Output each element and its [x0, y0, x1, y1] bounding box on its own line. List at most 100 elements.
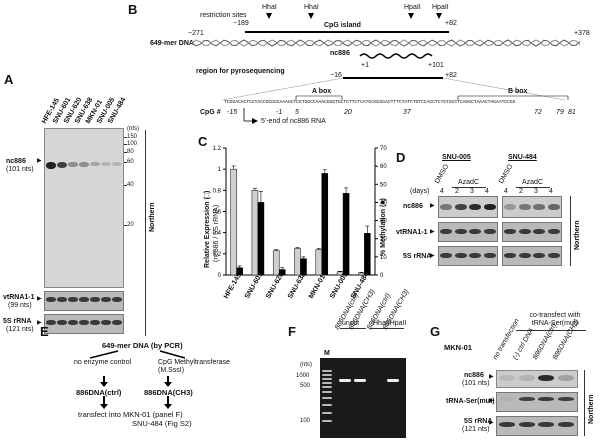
- g-blot-5s: [496, 416, 578, 436]
- a-5s-band-6: [112, 320, 122, 325]
- nc886-row-size: (101 nts): [6, 166, 34, 173]
- nc886-arrow-icon: ▶: [37, 158, 42, 164]
- d-nc886-band-1: [454, 204, 467, 210]
- d-nc886-band-3: [483, 204, 496, 210]
- dna-649-label: 649-mer DNA: [150, 40, 194, 47]
- f-digested-line: [370, 328, 404, 329]
- cpg-number-label: CpG #: [200, 109, 221, 116]
- marker-tick-20: [124, 225, 127, 226]
- d-5s-band-1: [454, 253, 467, 258]
- d-nc886-band-0: [440, 204, 452, 210]
- left-tick-label-1: 0.2: [213, 252, 222, 258]
- d-blot-snu005-vtrna: [438, 222, 498, 242]
- a-vt-band-1: [57, 297, 67, 302]
- right-tick-label-6: 60: [380, 164, 387, 170]
- northern-bracket-d: [570, 196, 571, 266]
- d-vtrna-band-5: [518, 229, 531, 234]
- g-5s-label: 5S rRNA: [464, 418, 493, 425]
- f-ladder-band-0: [322, 370, 332, 372]
- d-nc886-band-7: [547, 204, 560, 210]
- f-group-uncut: uncut: [342, 320, 360, 327]
- g-nc886-band-2: [538, 375, 554, 381]
- dna-double-helix: [191, 39, 581, 47]
- right-tick-label-2: 20: [380, 237, 387, 243]
- e-transfect-label: transfect into MKN-01 (panel F): [78, 410, 183, 419]
- five-prime-end-label: 5'-end of nc886 RNA: [261, 118, 326, 125]
- site-hpaii-1: HpaII: [404, 4, 421, 11]
- nc886-band-4: [90, 162, 100, 167]
- g-5s-size: (121 nts): [462, 426, 490, 433]
- cpg-n4: 20: [344, 109, 352, 116]
- f-uncut-line: [340, 328, 366, 329]
- g-trna-band-1: [518, 397, 535, 401]
- group-snu484: SNU-484: [508, 154, 537, 161]
- pyro-region-label: region for pyrosequencing: [196, 68, 285, 75]
- a-5s-band-5: [101, 320, 111, 325]
- left-tick-label-5: 1: [218, 167, 222, 173]
- d-vtrna-band-4: [504, 229, 516, 234]
- left-tick-label-4: 0.8: [213, 188, 222, 194]
- right-tick-label-5: 50: [380, 182, 387, 188]
- g-5s-arrow-icon: ▶: [489, 420, 494, 426]
- nc886-start: +1: [361, 62, 369, 69]
- nc886-end: +101: [428, 62, 444, 69]
- f-ladder-band-8: [322, 412, 332, 414]
- d-vtrna-band-0: [440, 229, 452, 234]
- cpg-island-label: CpG island: [324, 22, 361, 29]
- a-5s-band-4: [90, 320, 100, 325]
- panel-c-label: C: [198, 134, 208, 149]
- right-tick-label-1: 10: [380, 255, 387, 261]
- nc886-label: nc886: [330, 50, 350, 57]
- d-nc886-band-5: [518, 204, 531, 210]
- d-nc886-band-2: [469, 204, 481, 210]
- d-vtrna-band-1: [454, 229, 467, 234]
- e-snu484-label: SNU-484 (Fig S2): [132, 419, 192, 428]
- restriction-arrows: [266, 13, 442, 19]
- g-trna-label: tRNA-Ser(mut): [446, 398, 495, 405]
- northern-bracket-a: [145, 130, 146, 336]
- d-blot-snu484-5s: [502, 246, 562, 266]
- site-hpaii-2: HpaII: [432, 4, 449, 11]
- cpg-n7: 79: [556, 109, 564, 116]
- a-vt-band-5: [101, 297, 111, 302]
- nc886-band-3: [79, 162, 89, 167]
- a-5s-band-1: [57, 320, 67, 325]
- d-day-3: 4: [485, 188, 489, 195]
- agarose-gel: [320, 358, 406, 438]
- d-vtrna-arrow-icon: ▶: [430, 229, 435, 235]
- e-top-label: 649-mer DNA (by PCR): [102, 341, 183, 350]
- g-trna-band-0: [499, 397, 515, 401]
- group-snu005: SNU-005: [442, 154, 471, 161]
- d-azadc-line-1: [516, 187, 550, 188]
- days-label: (days): [410, 188, 430, 195]
- f-lane-marker: M: [324, 350, 330, 357]
- d-5s-band-6: [533, 253, 545, 258]
- left-tick-label-2: 0.4: [213, 231, 222, 237]
- g-nc886-band-1: [518, 375, 535, 381]
- d-day-4: 4: [504, 188, 508, 195]
- panel-e-label: E: [40, 324, 49, 339]
- g-nc886-band-3: [557, 375, 574, 381]
- cpg-n2: -1: [276, 109, 283, 116]
- right-tick-label-3: 30: [380, 219, 387, 225]
- f-ladder-band-3: [322, 382, 332, 384]
- a-5s-band-3: [79, 320, 89, 325]
- d-blot-snu005-5s: [438, 246, 498, 266]
- d-day-6: 3: [534, 188, 538, 195]
- g-nc886-label: nc886: [464, 372, 484, 379]
- marker-tick-100: [124, 144, 127, 145]
- right-tick-label-7: 70: [380, 146, 387, 152]
- marker-60: 60: [127, 159, 134, 165]
- zoom-lines: [221, 77, 569, 124]
- nc886-band-1: [57, 162, 67, 169]
- marker-tick-80: [124, 152, 127, 153]
- vtrna-arrow-icon: ▶: [37, 296, 42, 302]
- cpg-n8: 81: [568, 109, 576, 116]
- d-5s-band-7: [547, 253, 560, 258]
- 5s-row-label: 5S rRNA: [3, 318, 32, 325]
- panel-a-label: A: [4, 72, 14, 87]
- e-right-branch: CpG Methyltransferase (M.SssI): [158, 359, 230, 375]
- d-blot-snu484-vtrna: [502, 222, 562, 242]
